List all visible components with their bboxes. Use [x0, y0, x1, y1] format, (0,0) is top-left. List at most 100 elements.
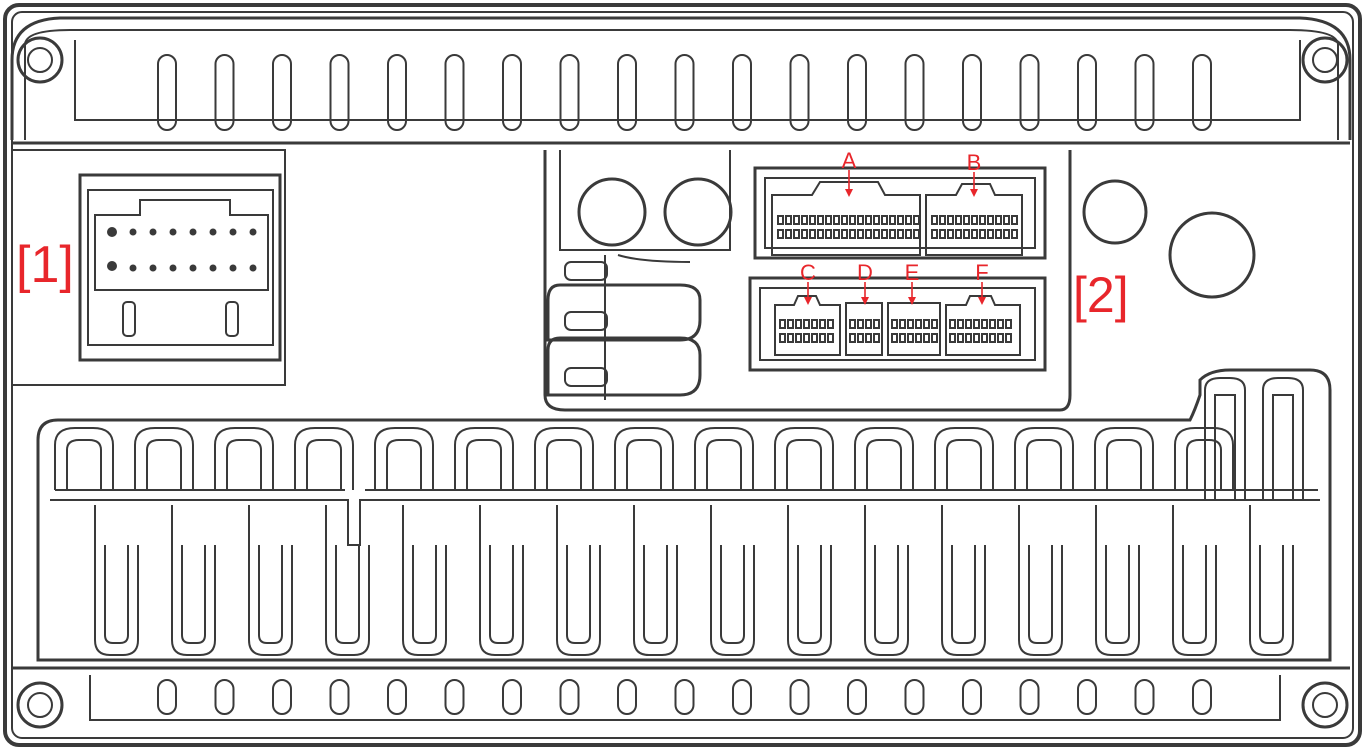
vent-slot	[732, 679, 752, 715]
callout-2-label: [2]	[1073, 267, 1129, 323]
vent-slot	[1134, 679, 1155, 715]
connector-port-1	[12, 149, 286, 386]
connector-e-pins	[891, 319, 938, 343]
stacked-plugs	[546, 254, 702, 400]
fin	[854, 427, 914, 490]
connector-b-label: B	[967, 150, 982, 175]
connector-c-label: C	[800, 260, 816, 285]
pin-cell	[1011, 215, 1018, 225]
pin-cell	[939, 215, 946, 225]
pin-cell	[957, 319, 964, 329]
fin-inner	[720, 545, 745, 644]
fin	[325, 505, 370, 656]
fin-inner	[566, 545, 591, 644]
pin-cell	[827, 333, 834, 343]
pin-cell	[947, 229, 954, 239]
fin	[134, 427, 194, 490]
vent-slot	[157, 54, 177, 131]
pin-cell	[907, 333, 914, 343]
fin-inner	[489, 545, 514, 644]
pin-cell	[915, 333, 922, 343]
pin-cell	[957, 333, 964, 343]
pin-cell	[803, 333, 810, 343]
vent-slot	[329, 679, 350, 715]
bottom-vent-slots	[157, 679, 1212, 715]
round-port-2-large	[1168, 211, 1256, 299]
pin-cell	[795, 319, 802, 329]
vent-slot	[157, 679, 177, 715]
fin	[374, 427, 434, 490]
pin-cell	[889, 229, 896, 239]
fin-tall-inner	[1214, 394, 1236, 500]
pin-cell	[1005, 319, 1012, 329]
pin-cell	[955, 215, 962, 225]
fin	[556, 505, 601, 656]
pin-cell	[841, 215, 848, 225]
pin-cell	[949, 319, 956, 329]
pin-cell	[841, 229, 848, 239]
fin	[774, 427, 834, 490]
pin-cell	[801, 215, 808, 225]
connector-c-pins	[779, 319, 834, 343]
pin	[169, 228, 177, 236]
connector-b-pins	[931, 215, 1018, 239]
vent-slot	[272, 679, 292, 715]
pin-cell	[963, 215, 970, 225]
pin	[129, 228, 137, 236]
fin	[694, 427, 754, 490]
vent-slot	[904, 679, 925, 715]
fin	[214, 427, 274, 490]
fin-inner	[466, 439, 502, 490]
connector-d	[845, 282, 883, 356]
fin-inner	[258, 545, 283, 644]
pin-cell	[811, 333, 818, 343]
vent-slot	[962, 54, 982, 131]
pin-cell	[973, 333, 980, 343]
vent-slot	[732, 54, 752, 131]
fin	[1094, 427, 1154, 490]
pin-cell	[849, 333, 856, 343]
outer-housing	[3, 3, 1362, 747]
fin	[402, 505, 447, 656]
vent-slot	[1077, 679, 1097, 715]
port-1-pins	[129, 228, 257, 272]
vent-slot	[502, 54, 522, 131]
vent-slot	[387, 679, 407, 715]
pin-cell	[981, 333, 988, 343]
fin	[479, 505, 524, 656]
connector-f	[945, 282, 1021, 356]
fin-inner	[866, 439, 902, 490]
vent-slot	[789, 54, 810, 131]
vent-slot	[272, 54, 292, 131]
heat-sink-lower-fins	[94, 505, 1294, 656]
fin	[633, 505, 678, 656]
fin	[864, 505, 909, 656]
pin	[249, 228, 257, 236]
vent-slot	[1192, 679, 1212, 715]
fin-inner	[1028, 545, 1053, 644]
pin	[229, 228, 237, 236]
fin	[171, 505, 216, 656]
vent-slot	[1019, 679, 1040, 715]
pin-cell	[889, 215, 896, 225]
pin-cell	[849, 319, 856, 329]
fin-inner	[1026, 439, 1062, 490]
fin-inner	[643, 545, 668, 644]
pin-cell	[923, 333, 930, 343]
vent-slot	[214, 679, 235, 715]
fin-inner	[951, 545, 976, 644]
round-port-2-small	[1082, 179, 1148, 245]
pin	[209, 228, 217, 236]
pin-cell	[825, 229, 832, 239]
pin-cell	[849, 229, 856, 239]
pin	[129, 264, 137, 272]
pin-marker-top	[107, 227, 117, 237]
pin-cell	[1003, 215, 1010, 225]
fin-inner	[386, 439, 422, 490]
vent-slot	[559, 679, 580, 715]
center-connector-block	[543, 150, 1072, 412]
pin-cell	[777, 215, 784, 225]
vent-slot	[502, 679, 522, 715]
pin-cell	[857, 215, 864, 225]
pin-cell	[865, 319, 872, 329]
